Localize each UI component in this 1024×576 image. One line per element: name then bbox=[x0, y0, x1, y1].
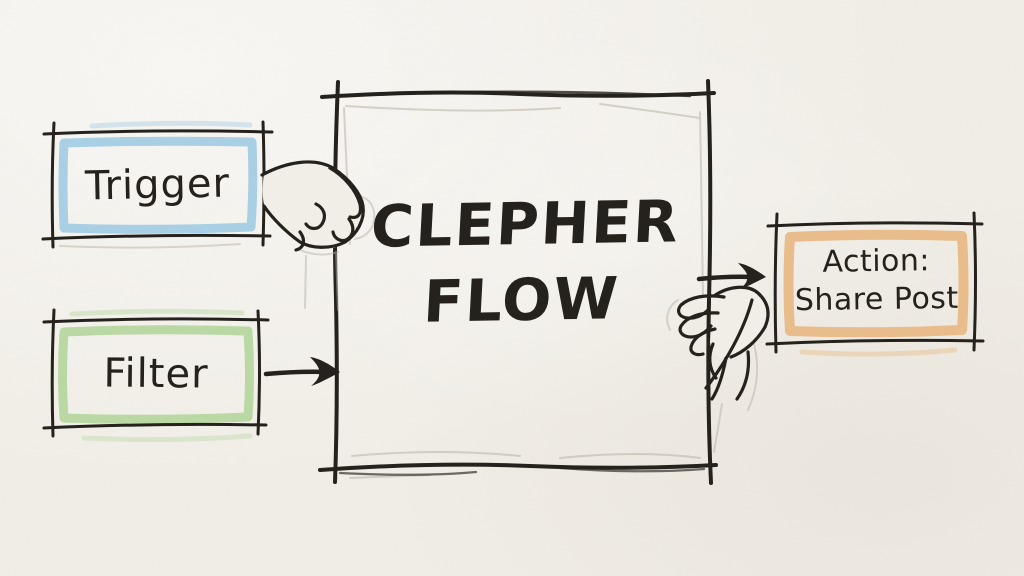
arrow-flow-to-action bbox=[696, 263, 766, 289]
hand-holding-left-edge bbox=[260, 160, 376, 311]
action-node-label: Action: Share Post bbox=[776, 241, 976, 322]
action-label-line2: Share Post bbox=[794, 280, 959, 319]
action-label-line1: Action: bbox=[822, 243, 931, 280]
flow-title-line2: FLOW bbox=[421, 264, 622, 336]
trigger-accent-band bbox=[58, 136, 258, 234]
filter-node-label: Filter bbox=[103, 350, 209, 398]
arrowhead-icon bbox=[310, 357, 340, 386]
flow-node-box bbox=[318, 79, 718, 485]
trigger-node-label: Trigger bbox=[84, 159, 231, 210]
action-node-box bbox=[765, 211, 985, 357]
filter-accent-band bbox=[58, 325, 254, 424]
flow-title-line1: CLEPHER bbox=[369, 187, 682, 261]
filter-node-box bbox=[42, 308, 270, 443]
hand-holding-right-edge bbox=[666, 285, 770, 453]
arrow-filter-to-flow bbox=[263, 357, 340, 386]
action-accent-band bbox=[783, 229, 969, 338]
flow-title: CLEPHER FLOW bbox=[333, 179, 715, 345]
arrowhead-icon bbox=[738, 263, 766, 289]
